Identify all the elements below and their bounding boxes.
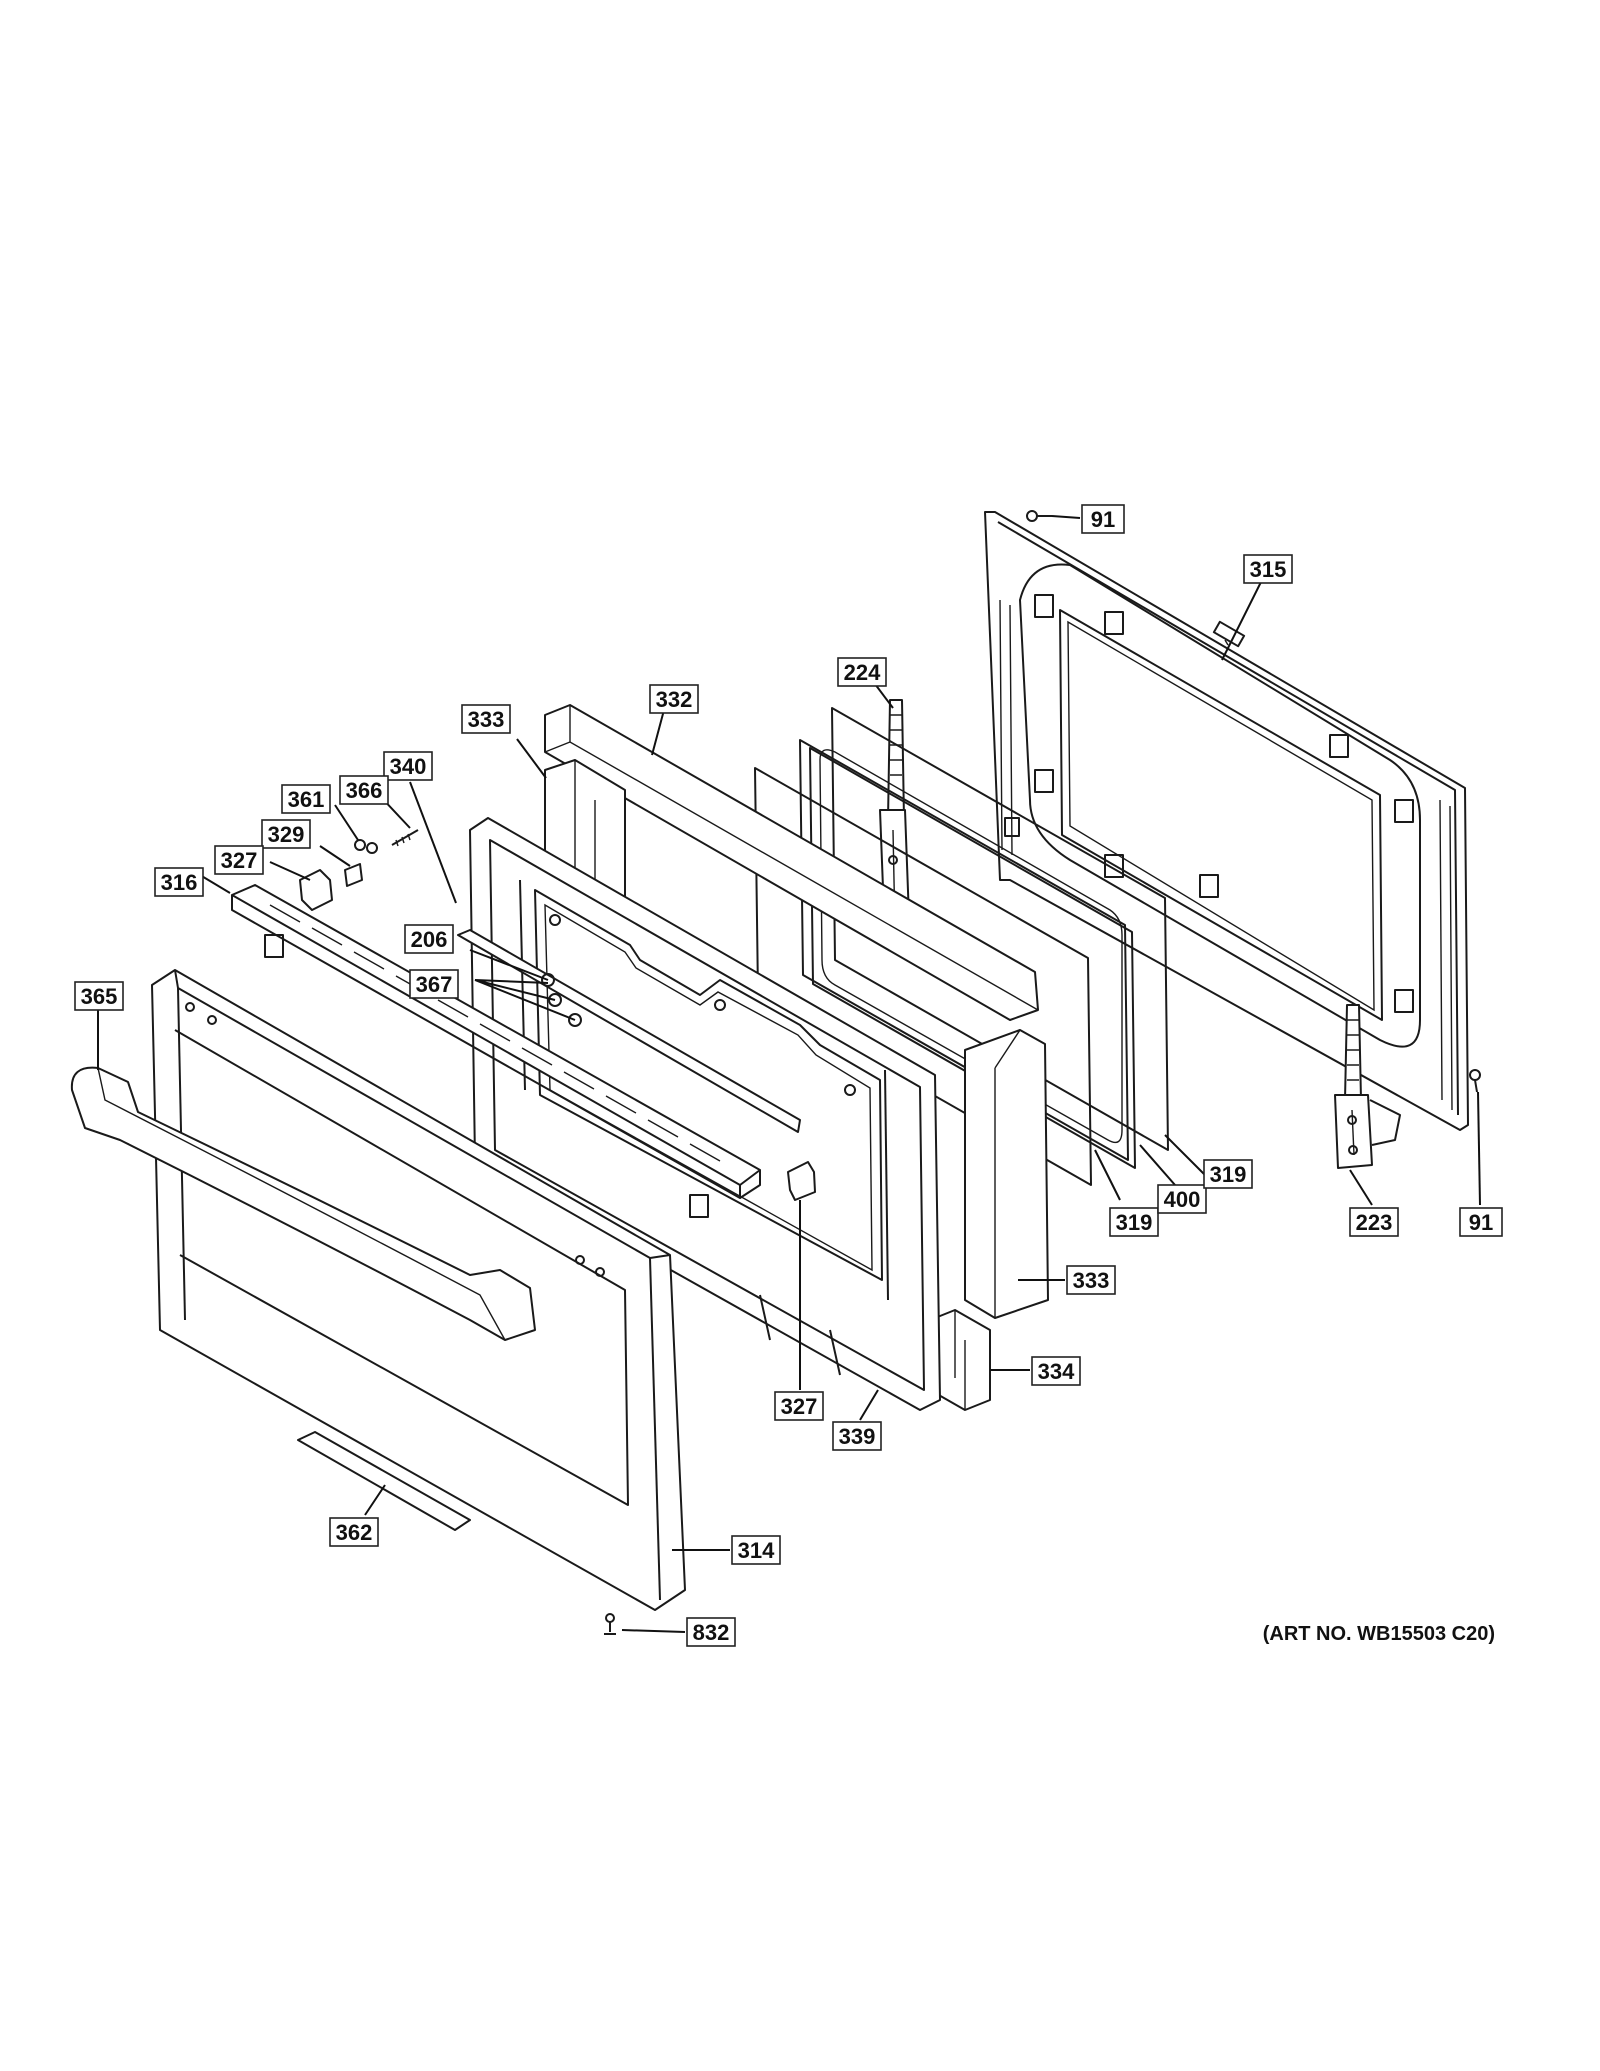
clip-327-bottom [787,1161,816,1201]
callout-316[interactable]: 316 [154,867,204,897]
callout-319-front[interactable]: 319 [1109,1207,1159,1237]
callout-366[interactable]: 366 [339,775,389,805]
callout-91-top[interactable]: 91 [1081,504,1125,534]
screw-91-right [1469,1069,1481,1093]
callout-315[interactable]: 315 [1243,554,1293,584]
svg-text:206: 206 [411,927,448,952]
svg-text:319: 319 [1210,1162,1247,1187]
svg-text:319: 319 [1116,1210,1153,1235]
svg-text:316: 316 [161,870,198,895]
callout-206[interactable]: 206 [404,924,454,954]
svg-text:224: 224 [844,660,881,685]
screws-361 [354,839,378,854]
callout-327-bottom[interactable]: 327 [774,1391,824,1421]
svg-text:223: 223 [1356,1210,1393,1235]
svg-text:361: 361 [288,787,325,812]
svg-text:333: 333 [1073,1268,1110,1293]
svg-text:334: 334 [1038,1359,1075,1384]
svg-text:367: 367 [416,972,453,997]
callout-334[interactable]: 334 [1031,1356,1081,1386]
clip-327-top [299,869,333,911]
door-inner-frame-315 [984,511,1469,1131]
art-number: (ART NO. WB15503 C20) [1263,1623,1495,1645]
callout-327-top[interactable]: 327 [214,845,264,875]
svg-text:366: 366 [346,778,383,803]
callout-319-rear[interactable]: 319 [1203,1159,1253,1189]
callout-329[interactable]: 329 [261,819,311,849]
svg-text:362: 362 [336,1520,373,1545]
svg-text:315: 315 [1250,557,1287,582]
svg-text:333: 333 [468,707,505,732]
callout-367[interactable]: 367 [409,969,459,999]
svg-text:332: 332 [656,687,693,712]
screw-91-top [1026,510,1052,522]
leader-lines [97,515,1481,1633]
callout-224[interactable]: 224 [837,657,887,687]
bracket-362 [297,1431,471,1531]
callout-361[interactable]: 361 [281,784,331,814]
callout-223[interactable]: 223 [1349,1207,1399,1237]
insulation-332 [544,704,1039,1021]
callout-400[interactable]: 400 [1157,1184,1207,1214]
callout-333-top[interactable]: 333 [461,704,511,734]
insulation-333-right [964,1029,1049,1319]
glass-pane-319-front [754,767,1092,1186]
svg-text:314: 314 [738,1538,775,1563]
callout-91-right[interactable]: 91 [1459,1207,1503,1237]
handle-365 [70,1066,536,1341]
callout-339[interactable]: 339 [832,1421,882,1451]
svg-text:339: 339 [839,1424,876,1449]
clip-329 [344,863,363,887]
strip-206 [457,929,801,1133]
svg-text:91: 91 [1091,507,1115,532]
callout-332[interactable]: 332 [649,684,699,714]
svg-text:365: 365 [81,984,118,1009]
svg-text:340: 340 [390,754,427,779]
screw-366 [391,829,419,847]
svg-text:91: 91 [1469,1210,1493,1235]
callout-362[interactable]: 362 [329,1517,379,1547]
callout-340[interactable]: 340 [383,751,433,781]
callout-314[interactable]: 314 [731,1535,781,1565]
callout-333-right[interactable]: 333 [1066,1265,1116,1295]
vent-316 [231,884,761,1218]
hinge-223 [1334,1004,1401,1169]
svg-text:832: 832 [693,1620,730,1645]
screw-832 [604,1613,616,1635]
callout-365[interactable]: 365 [74,981,124,1011]
screws-367 [541,973,582,1027]
svg-text:329: 329 [268,822,305,847]
svg-text:400: 400 [1164,1187,1201,1212]
inner-door-339 [469,817,941,1411]
svg-text:327: 327 [221,848,258,873]
callout-832[interactable]: 832 [686,1617,736,1647]
callout-labels: 91 315 224 332 333 340 366 361 [74,504,1503,1647]
svg-text:327: 327 [781,1394,818,1419]
